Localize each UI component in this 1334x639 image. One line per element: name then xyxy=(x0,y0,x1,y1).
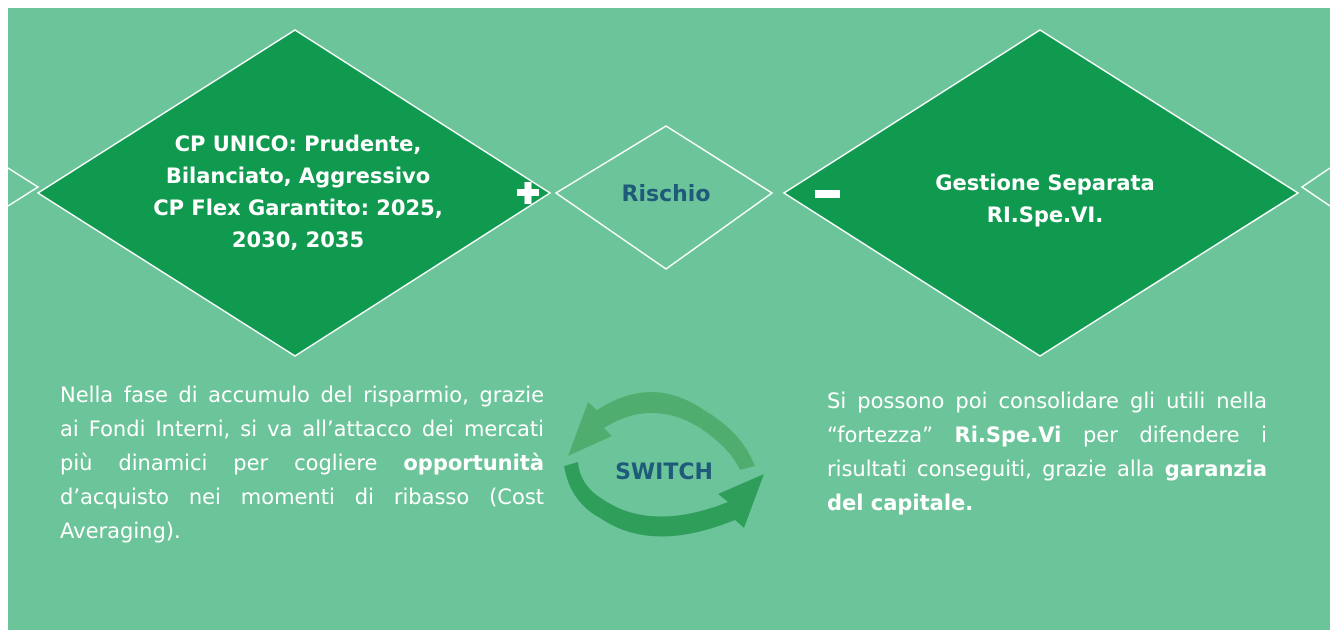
right-text-bold-rispevi: Ri.Spe.Vi xyxy=(954,423,1062,447)
right-diamond-label: Gestione Separata RI.Spe.VI. xyxy=(935,171,1155,227)
left-description: Nella fase di accumulo del risparmio, gr… xyxy=(60,378,544,548)
plus-icon xyxy=(517,182,539,204)
center-diamond xyxy=(554,125,774,270)
right-description: Si possono poi consolidare gli utili nel… xyxy=(827,384,1267,520)
bottom-cycle-arrow xyxy=(600,474,764,537)
center-diamond-label: Rischio xyxy=(621,182,711,207)
left-diamond xyxy=(36,29,552,357)
left-text-part1: Nella fase di accumulo del risparmio, gr… xyxy=(60,383,544,475)
left-edge-outline xyxy=(7,167,40,207)
switch-cycle-icon xyxy=(564,392,764,537)
bottom-arc-end xyxy=(564,462,604,518)
right-text-part2: per difendere i risultati conseguiti, gr… xyxy=(827,423,1267,481)
right-text-bold-garanzia: garanzia del capitale. xyxy=(827,457,1267,515)
right-text-part1: Si possono poi consolidare gli utili nel… xyxy=(827,389,1267,447)
left-diamond-label: CP UNICO: Prudente, Bilanciato, Aggressi… xyxy=(153,132,443,252)
top-arc-end xyxy=(700,410,755,470)
left-text-part2: d’acquisto nei momenti di ribasso (Cost … xyxy=(60,485,544,543)
right-diamond xyxy=(782,29,1300,357)
right-edge-outline xyxy=(1300,167,1331,207)
top-cycle-arrow xyxy=(568,392,704,456)
left-text-bold-opportunita: opportunità xyxy=(403,451,544,475)
minus-icon xyxy=(815,190,840,198)
switch-label: SWITCH xyxy=(615,460,713,485)
